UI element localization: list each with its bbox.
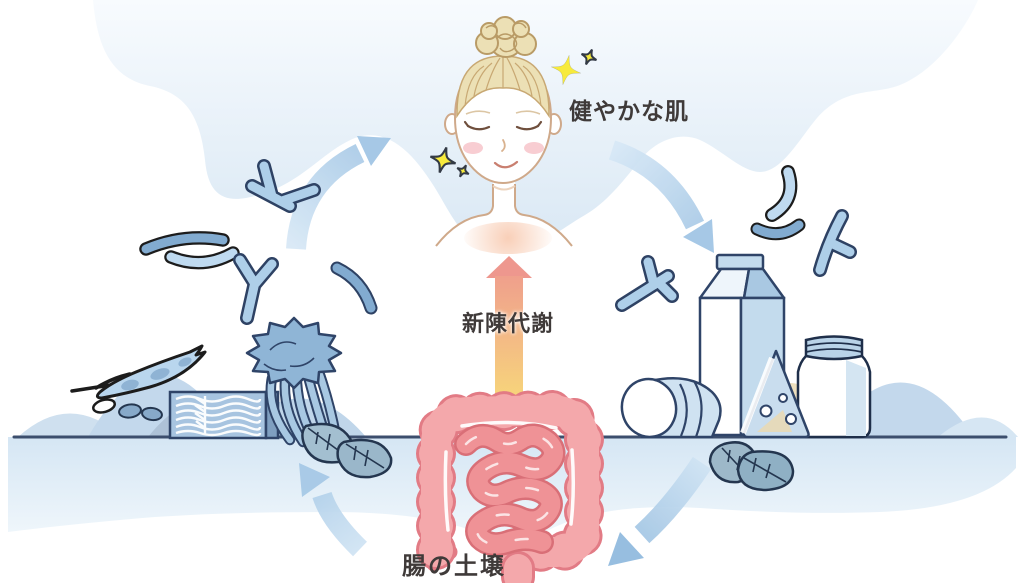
healthy-skin-label: 健やかな肌 bbox=[569, 99, 689, 125]
blush-right bbox=[524, 142, 544, 154]
bacteria-branched-icon bbox=[813, 209, 857, 277]
mouth bbox=[493, 160, 519, 169]
gut-soil-label: 腸の土壌 bbox=[402, 552, 506, 580]
leaf-icon bbox=[301, 422, 393, 479]
cheese-icon bbox=[740, 349, 810, 439]
bacteria-rod-icon bbox=[164, 246, 240, 270]
leaf-icon bbox=[708, 441, 795, 492]
bacteria-right-group bbox=[615, 165, 857, 312]
sparkle-icon bbox=[548, 52, 584, 88]
bacteria-branched-icon bbox=[233, 253, 279, 325]
chest-glow bbox=[464, 222, 552, 254]
cycle-arrow-bottom-left-icon bbox=[299, 463, 368, 557]
bacteria-branched-icon bbox=[245, 159, 321, 213]
celery-leaf-top bbox=[245, 316, 343, 390]
intestine-icon bbox=[416, 390, 604, 583]
eyebrows bbox=[465, 110, 541, 115]
bacteria-left-group bbox=[139, 159, 378, 325]
metabolism-label: 新陳代謝 bbox=[461, 312, 554, 337]
cycle-arrow-top-right-icon bbox=[608, 140, 714, 253]
sparkle-icon bbox=[429, 146, 457, 174]
bacteria-rod-icon bbox=[765, 165, 798, 222]
neck-shadow bbox=[492, 185, 516, 191]
fermented-roll-icon bbox=[620, 376, 722, 439]
cycle-arrow-down-right-icon bbox=[608, 456, 712, 566]
yogurt-jar-icon bbox=[796, 335, 872, 439]
fermented-foods-group bbox=[620, 253, 872, 492]
sparkles bbox=[429, 49, 597, 178]
hill-right-small bbox=[938, 417, 1018, 437]
sparkle-icon bbox=[581, 49, 597, 65]
celery-icon bbox=[245, 316, 343, 448]
hair-strands bbox=[464, 57, 542, 107]
bacteria-branched-icon bbox=[615, 255, 679, 312]
metabolism-arrow-icon bbox=[486, 256, 532, 409]
bacteria-rod-icon bbox=[139, 231, 230, 256]
sparkle-icon bbox=[456, 164, 470, 178]
woman-face-icon bbox=[435, 16, 573, 254]
nose bbox=[501, 139, 506, 152]
edamame-icon bbox=[70, 344, 207, 422]
closed-eyes bbox=[463, 120, 543, 131]
vegetables-group bbox=[70, 316, 393, 479]
hair-bun-swirls bbox=[485, 22, 527, 53]
bacteria-rod-icon bbox=[330, 261, 378, 315]
bacteria-rod-icon bbox=[750, 218, 806, 241]
blush-left bbox=[463, 142, 483, 154]
natto-pack-icon bbox=[168, 390, 280, 440]
